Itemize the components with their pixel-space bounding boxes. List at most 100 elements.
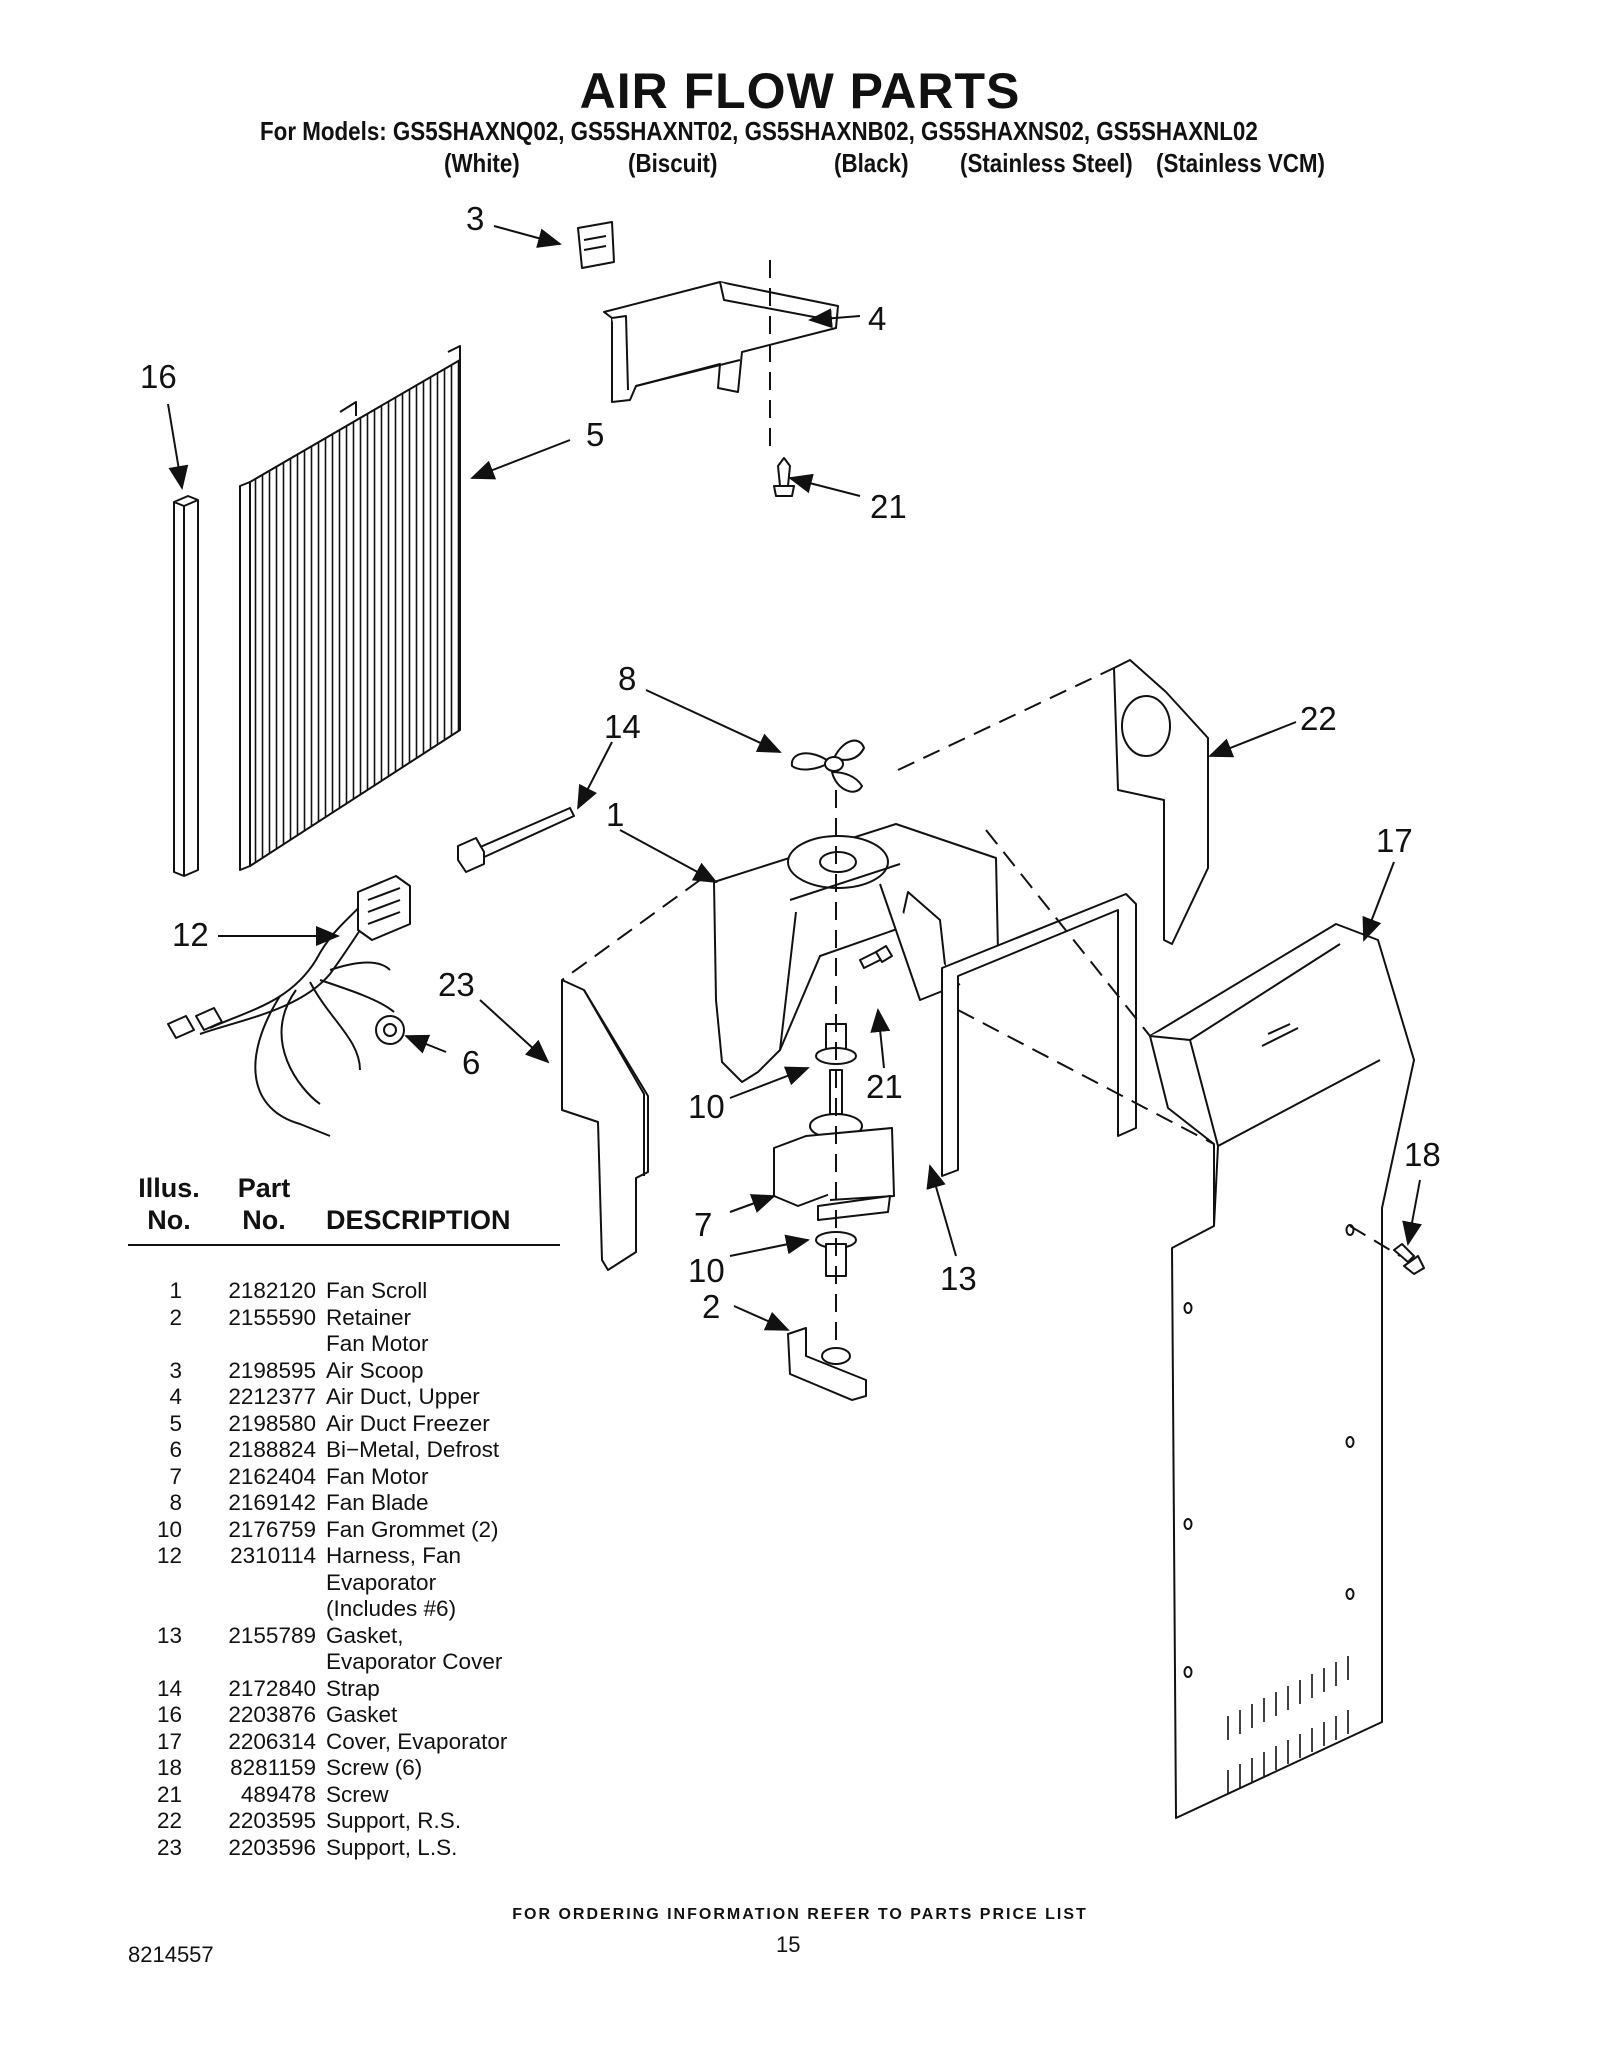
document-number: 8214557: [128, 1942, 214, 1967]
part-number: 2176759: [228, 1516, 316, 1542]
illus-number: 16: [156, 1702, 182, 1727]
callout-4: 4: [868, 300, 886, 337]
strap-part: [457, 807, 575, 873]
retainer-fan-motor-part: [787, 1327, 867, 1401]
part-description: Fan Motor: [326, 1331, 429, 1356]
part-number: 489478: [240, 1781, 316, 1807]
part-number: [182, 1649, 326, 1676]
illus-number: 6: [169, 1437, 182, 1462]
evaporator-cover-vents: [1227, 1656, 1349, 1794]
callout-3: 3: [466, 200, 484, 237]
part-number: 2203595: [228, 1808, 316, 1833]
part-number: 2198595: [228, 1357, 316, 1383]
part-number: 2182120: [228, 1278, 316, 1303]
part-description: Screw (6): [326, 1755, 423, 1780]
table-row: 3 2198595 Air Scoop: [140, 1358, 586, 1385]
illus-number: 8: [169, 1490, 182, 1515]
illus-number: 4: [169, 1384, 182, 1409]
callout-10-upper: 10: [688, 1088, 725, 1125]
illus-number: 14: [156, 1675, 182, 1701]
part-description: Harness, Fan: [326, 1543, 462, 1568]
illus-number: 17: [156, 1728, 182, 1754]
fan-scroll-part: [713, 823, 999, 1083]
air-scoop-part: [577, 221, 615, 269]
illus-number: 18: [156, 1755, 182, 1780]
part-description: Gasket,: [326, 1622, 404, 1648]
table-row: 14 2172840 Strap: [140, 1676, 586, 1703]
table-row: 5 2198580 Air Duct Freezer: [140, 1411, 586, 1438]
upper-air-duct-part: [603, 281, 839, 403]
callout-21-upper: 21: [870, 488, 907, 525]
table-row: 22 2203595 Support, R.S.: [140, 1808, 586, 1835]
harness-part: [199, 903, 395, 1137]
part-description: Retainer: [326, 1304, 412, 1330]
illus-number: 3: [169, 1357, 182, 1383]
part-description: Cover, Evaporator: [326, 1728, 508, 1754]
part-number: [182, 1331, 326, 1358]
callout-arrows: [167, 225, 1422, 1331]
callout-21-lower: 21: [866, 1068, 903, 1105]
exploded-parts-diagram: 3 4 16 5 21 8 14 22 1 17 12 23 6 21 10 1…: [140, 200, 1441, 1819]
part-number: 2212377: [228, 1384, 316, 1409]
callout-labels: 3 4 16 5 21 8 14 22 1 17 12 23 6 21 10 1…: [140, 200, 1441, 1325]
callout-12: 12: [172, 916, 209, 953]
callout-1: 1: [606, 796, 624, 833]
part-description: Bi−Metal, Defrost: [326, 1437, 500, 1462]
part-description: Strap: [326, 1675, 380, 1701]
variant-biscuit: (Biscuit): [628, 148, 718, 178]
part-description: Air Scoop: [326, 1357, 424, 1383]
callout-13: 13: [940, 1260, 977, 1297]
page-title: AIR FLOW PARTS: [579, 63, 1021, 119]
illus-number: [140, 1570, 182, 1597]
callout-17: 17: [1376, 822, 1413, 859]
header-description: DESCRIPTION: [326, 1205, 511, 1235]
assembly-dashed-lines: [561, 260, 1401, 1340]
variant-stainless-vcm: (Stainless VCM): [1156, 148, 1325, 178]
page-number: 15: [776, 1932, 801, 1957]
screw-lower-part: [859, 945, 893, 969]
part-number: 2172840: [228, 1675, 316, 1701]
variant-white: (White): [444, 148, 520, 178]
part-description: Fan Blade: [326, 1490, 429, 1515]
part-description: Fan Grommet (2): [326, 1516, 499, 1542]
fan-grommet-lower-part: [815, 1231, 857, 1277]
table-row: Evaporator Cover: [140, 1649, 586, 1676]
callout-18: 18: [1404, 1136, 1441, 1173]
part-number: 2198580: [228, 1410, 316, 1436]
callout-23: 23: [438, 966, 475, 1003]
illus-number: 23: [156, 1834, 182, 1860]
header-illus-no: Illus. No.: [138, 1173, 200, 1235]
illus-number: 5: [169, 1410, 182, 1436]
illus-number: 22: [156, 1808, 182, 1833]
part-description: Gasket: [326, 1702, 398, 1727]
part-description: Support, R.S.: [326, 1808, 462, 1833]
harness-connector-part: [167, 875, 411, 1039]
part-description: Air Duct Freezer: [326, 1410, 490, 1436]
part-description: Support, L.S.: [326, 1834, 458, 1860]
screw-upper-part: [773, 457, 795, 497]
callout-16: 16: [140, 358, 177, 395]
illus-number: [140, 1649, 182, 1676]
illus-number: 2: [169, 1304, 182, 1330]
part-number: [182, 1596, 326, 1623]
evaporator-cover-part: [1149, 923, 1415, 1819]
callout-14: 14: [604, 708, 641, 745]
ordering-note: FOR ORDERING INFORMATION REFER TO PARTS …: [512, 1906, 1088, 1923]
table-row: Fan Motor: [140, 1331, 586, 1358]
illus-number: 1: [169, 1278, 182, 1303]
part-number: 2155590: [228, 1304, 316, 1330]
part-number: [182, 1570, 326, 1597]
fan-grommet-upper-part: [815, 1023, 857, 1065]
illus-number: [140, 1596, 182, 1623]
callout-8: 8: [618, 660, 636, 697]
